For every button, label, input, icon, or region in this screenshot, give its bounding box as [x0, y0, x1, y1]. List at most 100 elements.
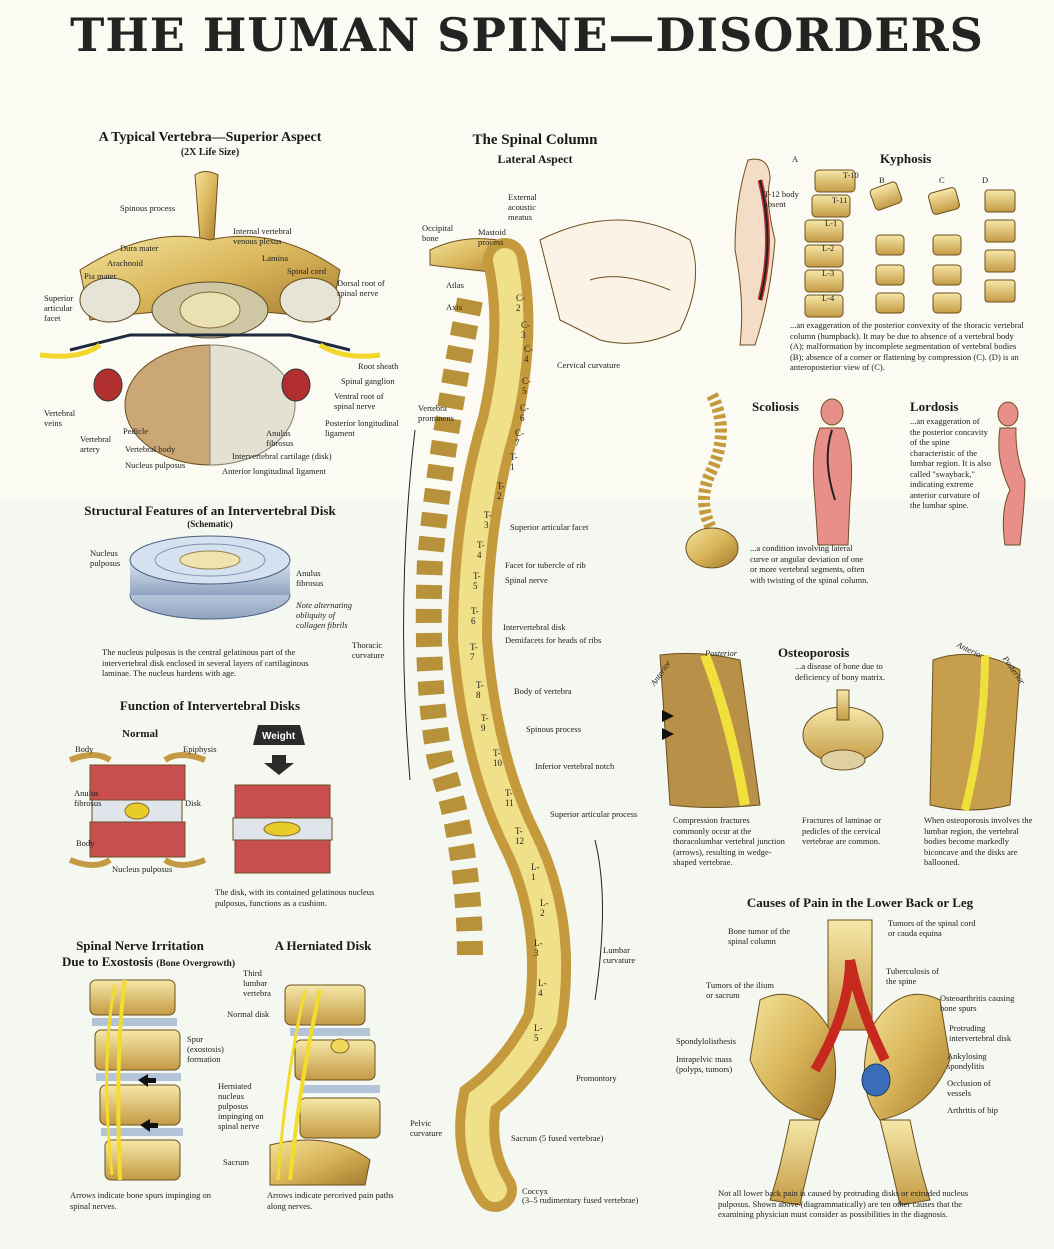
- kyphosis-letter-d: D: [982, 175, 989, 185]
- osteo-caption-2: Fractures of laminae or pedicles of the …: [802, 815, 882, 846]
- label-facet-rib: Facet for tubercle of rib: [505, 560, 586, 570]
- herniated-normal-disk: Normal disk: [227, 1009, 270, 1019]
- label-meatus: External acoustic meatus: [508, 192, 537, 222]
- vertebra-level-t-8: T-8: [476, 680, 484, 700]
- label-spinous-process: Spinous process: [120, 203, 176, 213]
- herniated-disk-illustration: [269, 984, 381, 1186]
- kyphosis-l3: L-3: [822, 268, 835, 278]
- vertebra-level-t-5: T-5: [473, 571, 481, 591]
- kyphosis-t12-label: T-12 body absent: [764, 189, 799, 209]
- label-lumbar-curvature: Lumbar curvature: [603, 945, 636, 965]
- pain-tuberculosis: Tuberculosis of the spine: [886, 966, 939, 986]
- label-pia-mater: Pia mater: [84, 271, 117, 281]
- label-axis: Axis: [446, 302, 463, 312]
- function-body2-label: Body: [76, 838, 95, 848]
- label-vertebral-veins: Vertebral veins: [44, 408, 76, 428]
- typical-vertebra-illustration: [39, 171, 381, 466]
- pain-intrapelvic: Intrapelvic mass (polyps, tumors): [676, 1054, 733, 1074]
- pain-occlusion: Occlusion of vessels: [947, 1078, 991, 1098]
- pain-title: Causes of Pain in the Lower Back or Leg: [746, 895, 974, 910]
- disk-label-anulus: Anulus fibrosus: [296, 568, 324, 588]
- osteoporosis-subtitle: ...a disease of bone due to deficiency o…: [795, 661, 886, 682]
- herniated-label: Herniated nucleus pulposus impinging on …: [218, 1081, 264, 1131]
- function-title: Function of Intervertebral Disks: [119, 698, 301, 713]
- pain-tumors-cord: Tumors of the spinal cord or cauda equin…: [888, 918, 976, 938]
- function-normal-label: Normal: [122, 728, 159, 740]
- function-caption: The disk, with its contained gelatinous …: [215, 887, 375, 908]
- label-superior-facet: Superior articular facet: [44, 293, 74, 323]
- kyphosis-letter-b: B: [879, 175, 885, 185]
- column-title: The Spinal Column: [472, 132, 598, 148]
- spinal-column-illustration: [403, 219, 697, 1212]
- vertebra-level-c-3: C-3: [521, 320, 530, 340]
- irritation-title-2b: (Bone Overgrowth): [156, 959, 235, 969]
- disk-schematic-illustration: [129, 535, 291, 620]
- herniated-caption: Arrows indicate perceived pain paths alo…: [267, 1190, 394, 1211]
- label-nucleus-pulposus: Nucleus pulposus: [125, 460, 186, 470]
- osteoporosis-title: Osteoporosis: [778, 645, 850, 660]
- pain-protruding: Protruding intervertebral disk: [949, 1023, 1012, 1043]
- label-anulus-fibrosus: Anulus fibrosus: [266, 428, 294, 448]
- kyphosis-t11: T-11: [832, 195, 848, 205]
- vertebra-level-l-1: L-1: [531, 862, 540, 882]
- label-demifacets: Demifacets for heads of ribs: [505, 635, 602, 645]
- pain-spondylolisthesis: Spondylolisthesis: [676, 1036, 736, 1046]
- function-disk-label: Disk: [185, 798, 202, 808]
- vertebra-title: A Typical Vertebra—Superior Aspect: [98, 130, 322, 145]
- vertebra-level-t-1: T-1: [510, 452, 518, 472]
- osteo-posterior-1: Posterior: [705, 648, 738, 658]
- vertebra-level-c-7: C-7: [515, 428, 524, 448]
- label-pedicle: Pedicle: [123, 426, 149, 436]
- pain-arthritis: Arthritis of hip: [947, 1105, 998, 1115]
- label-spinous-col: Spinous process: [526, 724, 582, 734]
- label-inferior-notch: Inferior vertebral notch: [535, 761, 615, 771]
- label-body-vertebra: Body of vertebra: [514, 686, 572, 696]
- label-coccyx-sub: (3–5 rudimentary fused vertebrae): [522, 1195, 639, 1205]
- label-intervertebral-cartilage: Intervertebral cartilage (disk): [232, 451, 332, 461]
- label-iv-disk: Intervertebral disk: [503, 622, 566, 632]
- label-mastoid: Mastoid process: [478, 227, 506, 247]
- pelvis-illustration: [749, 919, 951, 1206]
- label-vertebra-prominens: Vertebra prominens: [418, 403, 454, 423]
- scoliosis-caption: ...a condition involving lateral curve o…: [750, 543, 869, 585]
- kyphosis-letter-c: C: [939, 175, 945, 185]
- kyphosis-l1: L-1: [825, 218, 838, 228]
- label-vertebral-artery: Vertebral artery: [80, 434, 112, 454]
- label-dura-mater: Dura mater: [120, 243, 159, 253]
- pain-bone-tumor: Bone tumor of the spinal column: [728, 926, 791, 946]
- label-cervical-curvature: Cervical curvature: [557, 360, 621, 370]
- label-vertebral-body: Vertebral body: [125, 444, 176, 454]
- kyphosis-caption: ...an exaggeration of the posterior conv…: [790, 320, 1024, 372]
- lordosis-title: Lordosis: [910, 399, 959, 414]
- irritation-caption: Arrows indicate bone spurs impinging on …: [70, 1190, 211, 1211]
- disk-title: Structural Features of an Intervertebral…: [84, 503, 336, 518]
- label-promontory: Promontory: [576, 1073, 617, 1083]
- column-subtitle: Lateral Aspect: [497, 152, 573, 166]
- lordosis-caption: ...an exaggeration of the posterior conc…: [910, 416, 991, 510]
- irritation-title-2-wrap: Due to Exostosis (Bone Overgrowth): [62, 954, 235, 970]
- vertebra-level-t-11: T-11: [505, 788, 514, 808]
- disk-caption: The nucleus pulposus is the central gela…: [102, 647, 309, 678]
- vertebra-level-t-6: T-6: [471, 606, 479, 626]
- pain-tumors-ilium: Tumors of the ilium or sacrum: [706, 980, 774, 1000]
- label-spinal-ganglion: Spinal ganglion: [341, 376, 395, 386]
- function-epiphysis-label: Epiphysis: [183, 744, 217, 754]
- weight-label: Weight: [262, 731, 296, 742]
- scoliosis-title: Scoliosis: [752, 399, 799, 414]
- kyphosis-title: Kyphosis: [880, 151, 932, 166]
- vertebra-subtitle: (2X Life Size): [180, 147, 240, 158]
- label-occipital-bone: Occipital bone: [422, 223, 454, 243]
- pain-osteoarthritis: Osteoarthritis causing bone spurs: [940, 993, 1015, 1013]
- vertebra-level-t-12: T-12: [515, 826, 524, 846]
- label-arachnoid: Arachnoid: [107, 258, 143, 268]
- function-nucleus-label: Nucleus pulposus: [112, 864, 173, 874]
- vertebra-level-l-5: L-5: [534, 1023, 543, 1043]
- disk-note: Note alternating obliquity of collagen f…: [296, 600, 352, 630]
- function-disks-illustration: [68, 725, 333, 874]
- kyphosis-t10: T-10: [843, 170, 859, 180]
- disk-subtitle: (Schematic): [187, 519, 233, 529]
- label-sup-process: Superior articular process: [550, 809, 638, 819]
- vertebra-level-t-3: T-3: [484, 510, 492, 530]
- kyphosis-l2: L-2: [822, 243, 835, 253]
- vertebra-level-l-2: L-2: [540, 898, 549, 918]
